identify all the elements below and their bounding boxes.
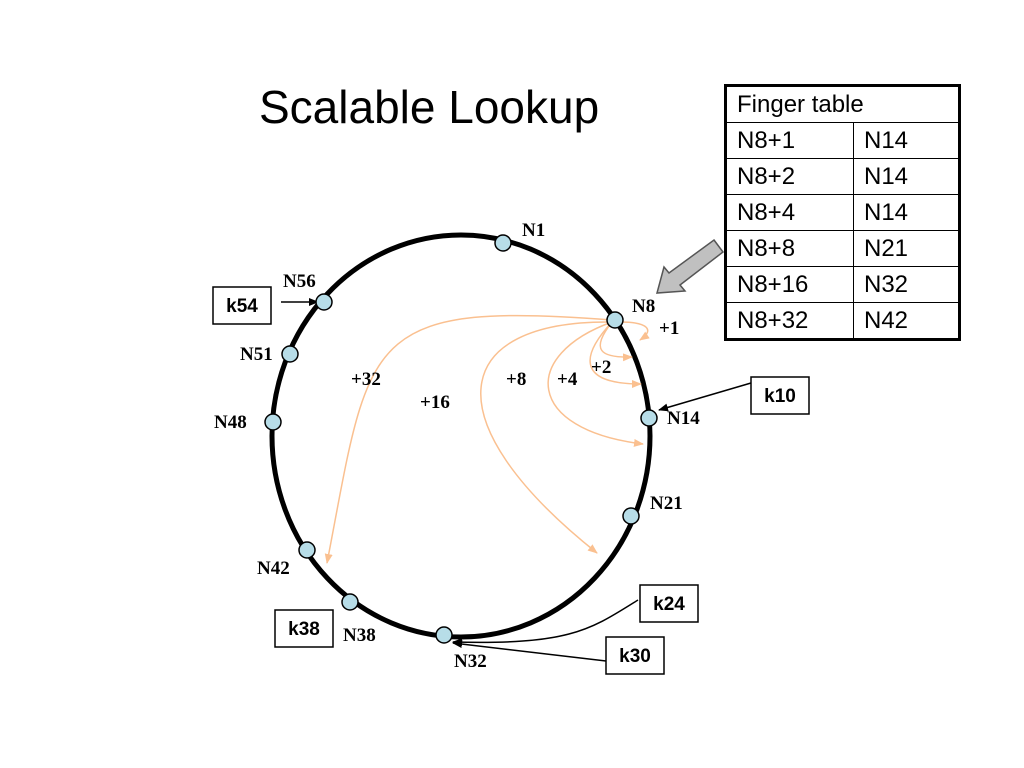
finger-arrow-plus2: [599, 321, 633, 362]
finger-table-cell: N42: [853, 302, 960, 340]
finger-arrow-plus16: [480, 321, 613, 554]
slide-title: Scalable Lookup: [259, 81, 600, 133]
node-n48: [264, 413, 282, 431]
finger-table-cell: N8+4: [725, 194, 854, 231]
finger-table-row: N8+8 N21: [725, 230, 960, 267]
finger-table-cell: N8+8: [725, 230, 854, 267]
node-label-n14: N14: [667, 408, 700, 429]
finger-label-plus8: +8: [506, 369, 526, 390]
chord-ring: [269, 232, 653, 640]
node-n32: [435, 626, 453, 644]
finger-table-cell: N8+2: [725, 158, 854, 195]
node-label-n56: N56: [283, 271, 316, 292]
key-box-k10: [750, 376, 810, 415]
node-n1: [494, 234, 512, 252]
finger-arrow-plus8: [547, 321, 644, 447]
node-n21: [622, 507, 640, 525]
node-label-n32: N32: [454, 651, 487, 672]
key-arrow-k24: [452, 599, 639, 647]
finger-arrow-plus4: [589, 321, 642, 388]
finger-table-cell: N8+32: [725, 302, 854, 340]
finger-label-plus2: +2: [591, 357, 611, 378]
finger-table-cell: N32: [853, 266, 960, 303]
node-label-n8: N8: [632, 296, 655, 317]
key-arrow-k10: [658, 382, 752, 412]
key-label-k30: k30: [619, 646, 651, 667]
finger-arrow-plus1: [619, 321, 650, 341]
finger-table-row: N8+4 N14: [725, 194, 960, 231]
finger-table-cell: N14: [853, 122, 960, 159]
key-arrow-k30: [452, 640, 607, 662]
finger-label-plus4: +4: [557, 369, 578, 390]
finger-label-plus32: +32: [351, 369, 381, 390]
node-label-n21: N21: [650, 493, 683, 514]
node-n38: [341, 593, 359, 611]
node-n42: [298, 541, 316, 559]
pointer-arrow-icon: [656, 238, 725, 294]
key-box-k30: [605, 636, 665, 675]
finger-table-cell: N21: [853, 230, 960, 267]
key-label-k54: k54: [226, 296, 258, 317]
node-label-n51: N51: [240, 344, 273, 365]
finger-arrow-plus32: [324, 314, 613, 564]
finger-table-row: N8+32 N42: [725, 302, 960, 340]
finger-table: Finger table N8+1 N14 N8+2 N14 N8+4 N14 …: [724, 84, 961, 341]
key-box-k54: [212, 286, 272, 325]
key-label-k24: k24: [653, 594, 685, 615]
finger-table-cell: N8+16: [725, 266, 854, 303]
key-box-k24: [639, 584, 699, 623]
finger-label-plus1: +1: [659, 318, 679, 339]
finger-label-plus16: +16: [420, 392, 450, 413]
node-label-n48: N48: [214, 412, 247, 433]
node-n8: [606, 311, 624, 329]
key-box-k38: [274, 609, 334, 648]
key-label-k10: k10: [764, 386, 796, 407]
node-label-n1: N1: [522, 220, 545, 241]
finger-table-cell: N14: [853, 194, 960, 231]
key-label-k38: k38: [288, 619, 320, 640]
node-n51: [281, 345, 299, 363]
node-label-n38: N38: [343, 625, 376, 646]
node-label-n42: N42: [257, 558, 290, 579]
finger-table-row: N8+2 N14: [725, 158, 960, 195]
finger-table-cell: N14: [853, 158, 960, 195]
node-n56: [315, 293, 333, 311]
node-n14: [640, 409, 658, 427]
finger-table-row: N8+16 N32: [725, 266, 960, 303]
